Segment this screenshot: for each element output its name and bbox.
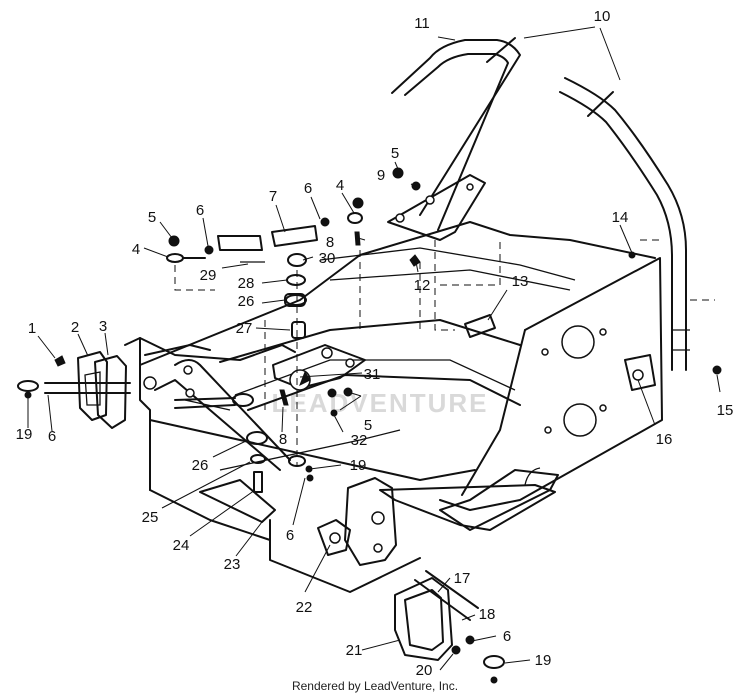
callout-28: 28 [238, 275, 255, 292]
handle-bracket [387, 174, 486, 241]
callout-11: 11 [414, 15, 430, 32]
callout-25: 25 [142, 509, 159, 526]
front-frame [124, 337, 476, 593]
callout-5: 5 [148, 209, 156, 226]
callout-6: 6 [503, 628, 511, 645]
callout-23: 23 [224, 556, 241, 573]
callout-27: 27 [236, 320, 253, 337]
callout-6: 6 [196, 202, 204, 219]
leader-lines [27, 26, 721, 671]
callout-26: 26 [238, 293, 255, 310]
callout-12: 12 [414, 277, 431, 294]
callout-16: 16 [656, 431, 673, 448]
bottom-plate [199, 479, 556, 531]
callout-9: 9 [377, 167, 385, 184]
hardware [17, 167, 722, 684]
callout-14: 14 [612, 209, 629, 226]
callout-8: 8 [326, 234, 334, 251]
chassis-drawing [17, 26, 722, 684]
render-credit: Rendered by LeadVenture, Inc. [291, 679, 459, 693]
callout-17: 17 [454, 570, 471, 587]
callout-22: 22 [296, 599, 313, 616]
callout-19: 19 [350, 457, 367, 474]
callout-20: 20 [416, 662, 433, 679]
callout-8: 8 [279, 431, 287, 448]
callout-32: 32 [351, 432, 368, 449]
callout-15: 15 [717, 402, 734, 419]
callout-10: 10 [594, 8, 611, 25]
callout-7: 7 [269, 188, 277, 205]
callout-31: 31 [364, 366, 381, 383]
callout-19: 19 [16, 426, 33, 443]
assembly-lines [174, 239, 715, 465]
callout-4: 4 [336, 177, 344, 194]
callout-2: 2 [71, 319, 79, 336]
handlebar [391, 37, 690, 371]
callout-29: 29 [200, 267, 217, 284]
callout-labels: 1 2 3 4 4 5 5 5 6 6 6 6 6 7 8 8 9 10 11 … [16, 8, 734, 679]
watermark-text: LEADVENTURE [271, 388, 488, 418]
callout-30: 30 [319, 250, 336, 267]
callout-4: 4 [132, 241, 140, 258]
callout-5: 5 [391, 145, 399, 162]
callout-13: 13 [512, 273, 529, 290]
knuckle-plates-left [77, 351, 127, 429]
callout-1: 1 [28, 320, 36, 337]
right-side-panel [439, 257, 663, 531]
callout-26: 26 [192, 457, 209, 474]
callout-24: 24 [173, 537, 190, 554]
spindle-bracket [317, 477, 397, 566]
callout-6: 6 [286, 527, 294, 544]
callout-6: 6 [48, 428, 56, 445]
callout-18: 18 [479, 606, 496, 623]
knuckle-plate-right [394, 577, 453, 661]
callout-21: 21 [346, 642, 363, 659]
callout-19: 19 [535, 652, 552, 669]
callout-3: 3 [99, 318, 107, 335]
callout-6: 6 [304, 180, 312, 197]
callout-5: 5 [364, 417, 372, 434]
tie-rods [44, 225, 479, 621]
